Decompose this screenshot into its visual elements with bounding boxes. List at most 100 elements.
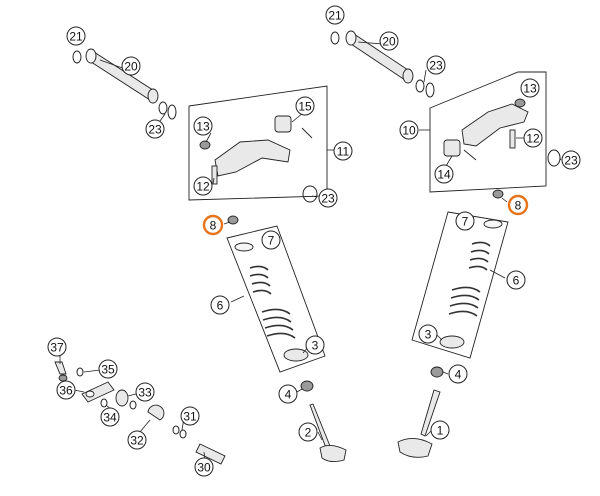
callout-number: 30 bbox=[197, 461, 211, 475]
callout-number: 12 bbox=[196, 180, 210, 194]
callout-23: 23 bbox=[426, 55, 446, 75]
part-32-spring bbox=[147, 404, 165, 421]
left-outer-spring bbox=[261, 308, 296, 339]
callout-23: 23 bbox=[561, 150, 581, 170]
callout-number: 15 bbox=[298, 100, 312, 114]
callout-number: 20 bbox=[124, 60, 138, 74]
callout-circle bbox=[426, 55, 446, 75]
callout-23: 23 bbox=[145, 119, 165, 139]
left-pin-15 bbox=[301, 127, 313, 139]
callout-number: 10 bbox=[402, 124, 416, 138]
callout-circle bbox=[418, 324, 438, 344]
left-adjuster-12 bbox=[211, 165, 218, 185]
part-33-washer bbox=[129, 400, 137, 410]
left-shaft-end bbox=[85, 48, 97, 64]
leader-23c bbox=[423, 69, 427, 83]
callout-circle bbox=[145, 119, 165, 139]
callout-10: 10 bbox=[399, 120, 419, 140]
callout-35: 35 bbox=[98, 359, 118, 379]
leader-33 bbox=[127, 393, 137, 397]
callout-circle bbox=[47, 337, 67, 357]
right-washer-23b bbox=[425, 82, 435, 98]
callout-number: 12 bbox=[526, 132, 540, 146]
callout-number: 4 bbox=[285, 388, 292, 402]
right-rocker-arm-10 bbox=[461, 103, 529, 147]
callout-4: 4 bbox=[448, 364, 468, 384]
part-33-bushing bbox=[115, 389, 129, 407]
callout-number: 33 bbox=[138, 386, 152, 400]
callout-12: 12 bbox=[193, 176, 213, 196]
right-rocker-frame bbox=[429, 71, 547, 193]
callout-3: 3 bbox=[418, 324, 438, 344]
callout-21: 21 bbox=[66, 26, 86, 46]
leader-36 bbox=[73, 389, 85, 393]
leader-13a bbox=[205, 132, 212, 143]
leader-6a bbox=[230, 295, 245, 303]
callout-circle bbox=[278, 384, 298, 404]
callout-number: 13 bbox=[523, 82, 537, 96]
callout-circle bbox=[127, 430, 147, 450]
callout-number: 11 bbox=[337, 145, 350, 159]
callout-number: 20 bbox=[382, 35, 396, 49]
right-valve-stem bbox=[420, 389, 441, 437]
decompressor-parts bbox=[54, 361, 226, 465]
callout-number: 1 bbox=[437, 424, 444, 438]
callout-23: 23 bbox=[318, 188, 338, 208]
callout-20: 20 bbox=[379, 31, 399, 51]
leader-23d bbox=[559, 157, 562, 161]
callout-number: 8 bbox=[515, 199, 522, 213]
left-washer-23a bbox=[158, 101, 168, 115]
callout-number: 35 bbox=[101, 363, 115, 377]
callout-number: 23 bbox=[321, 192, 335, 206]
callout-circle bbox=[193, 176, 213, 196]
right-rocker-shaft-20 bbox=[347, 33, 412, 81]
callout-30: 30 bbox=[194, 457, 214, 477]
callout-number: 3 bbox=[425, 328, 432, 342]
callout-number: 7 bbox=[462, 215, 469, 229]
callout-number: 7 bbox=[268, 234, 275, 248]
callout-6: 6 bbox=[210, 295, 230, 315]
callout-circle bbox=[523, 128, 543, 148]
callout-circle bbox=[455, 211, 475, 231]
leader-8b bbox=[501, 197, 508, 203]
leader-23b bbox=[311, 195, 318, 198]
callout-31: 31 bbox=[180, 406, 200, 426]
right-washer-23a bbox=[415, 79, 425, 93]
left-rocker-shaft-20 bbox=[87, 51, 157, 101]
callout-circle bbox=[135, 382, 155, 402]
left-valve-group bbox=[300, 380, 347, 463]
right-inner-spring bbox=[468, 241, 491, 271]
right-spring-box bbox=[411, 189, 509, 359]
right-spring-frame bbox=[411, 211, 509, 359]
part-34-ring bbox=[100, 398, 108, 408]
callout-8: 8 bbox=[507, 194, 529, 216]
leader-6b bbox=[489, 269, 506, 279]
callout-32: 32 bbox=[127, 430, 147, 450]
callout-number: 21 bbox=[69, 30, 83, 44]
callout-circle bbox=[561, 150, 581, 170]
callout-circle bbox=[180, 406, 200, 426]
callout-circle bbox=[325, 5, 345, 25]
right-valve-head-1 bbox=[397, 438, 433, 458]
callout-2: 2 bbox=[298, 422, 318, 442]
leader-4a bbox=[296, 388, 303, 393]
right-spring-seat-3 bbox=[439, 335, 465, 349]
leader-12a bbox=[212, 177, 215, 185]
callout-number: 23 bbox=[148, 123, 162, 137]
callout-number: 31 bbox=[183, 410, 197, 424]
part-35-ring bbox=[76, 367, 84, 377]
callout-number: 34 bbox=[103, 411, 117, 425]
left-stem-seal-4 bbox=[300, 380, 314, 392]
callout-3: 3 bbox=[305, 335, 325, 355]
left-washer-23b bbox=[167, 104, 177, 120]
callout-circle bbox=[295, 96, 315, 116]
callout-circle bbox=[261, 230, 281, 250]
callout-7: 7 bbox=[455, 211, 475, 231]
callout-number: 14 bbox=[437, 168, 451, 182]
left-oring-21 bbox=[72, 50, 82, 64]
callout-6: 6 bbox=[506, 270, 526, 290]
right-stem-seal-4 bbox=[430, 366, 444, 378]
callout-circle bbox=[194, 457, 214, 477]
